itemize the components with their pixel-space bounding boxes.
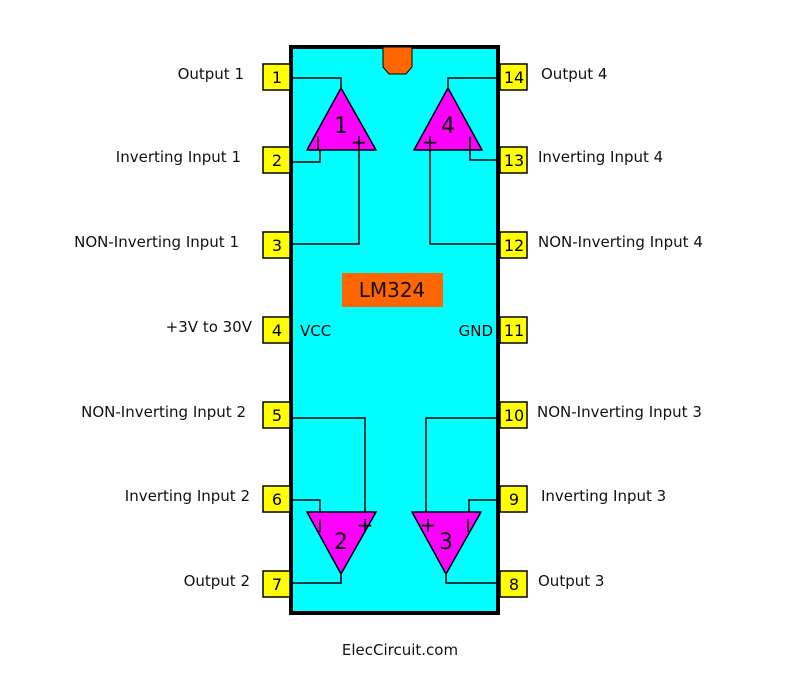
opamp-1	[305, 86, 378, 151]
wire	[291, 499, 321, 512]
pin1-notch	[382, 46, 413, 75]
pin-number: 8	[509, 575, 519, 594]
pin-number: 3	[272, 236, 282, 255]
pin-label-12: NON-Inverting Input 4	[538, 233, 703, 251]
pin-6	[262, 485, 291, 513]
pin-label-14: Output 4	[541, 65, 608, 83]
pin-label-2: Inverting Input 1	[115, 148, 241, 166]
pin-number: 12	[504, 236, 524, 255]
pin-8	[499, 570, 528, 598]
pin-label-4: +3V to 30V	[165, 318, 252, 336]
noninverting-symbol: +	[422, 130, 439, 154]
pin-number: 1	[272, 68, 282, 87]
pin-number: 4	[272, 321, 282, 340]
vcc-label: VCC	[300, 322, 331, 340]
pin-label-5: NON-Inverting Input 2	[81, 403, 246, 421]
pin-number: 9	[509, 490, 519, 509]
pin-label-10: NON-Inverting Input 3	[537, 403, 702, 421]
pin-label-8: Output 3	[538, 572, 605, 590]
pin-9	[499, 485, 528, 513]
pin-2	[262, 146, 291, 174]
pin-label-7: Output 2	[183, 572, 250, 590]
pin-label-1: Output 1	[177, 65, 244, 83]
opamp-number: 1	[334, 114, 348, 139]
opamp-number: 2	[334, 530, 348, 555]
gnd-label: GND	[459, 322, 493, 340]
pin-7	[262, 570, 291, 598]
pin-number: 11	[504, 321, 524, 340]
opamp-3	[410, 511, 483, 576]
chip-name-box	[342, 273, 443, 307]
wire	[291, 417, 366, 512]
opamp-number: 4	[441, 114, 455, 139]
pin-3	[262, 231, 291, 259]
pin-10	[499, 401, 528, 429]
pin-14	[499, 63, 528, 91]
wire	[291, 572, 342, 584]
pin-number: 13	[504, 151, 524, 170]
noninverting-symbol: +	[357, 513, 374, 537]
wire	[445, 572, 500, 584]
inverting-symbol: I	[467, 134, 472, 154]
opamp-2	[305, 511, 378, 576]
footer-credit: ElecCircuit.com	[341, 641, 459, 659]
pin-11	[499, 316, 528, 344]
wire	[429, 150, 500, 245]
pin-number: 2	[272, 151, 282, 170]
pin-number: 5	[272, 406, 282, 425]
pin-label-6: Inverting Input 2	[124, 487, 250, 505]
pin-1	[262, 63, 291, 91]
pin-12	[499, 231, 528, 259]
pin-label-9: Inverting Input 3	[541, 487, 667, 505]
pin-label-3: NON-Inverting Input 1	[74, 233, 239, 251]
noninverting-symbol: +	[351, 130, 368, 154]
pin-4	[262, 316, 291, 344]
wire	[291, 150, 360, 245]
opamp-4	[412, 86, 484, 151]
wire	[291, 77, 342, 90]
wire	[468, 499, 500, 512]
pin-number: 10	[504, 406, 524, 425]
inverting-symbol: I	[465, 517, 470, 537]
wire	[291, 150, 321, 163]
wire	[447, 77, 500, 90]
chip-name: LM324	[359, 278, 426, 302]
wire	[425, 417, 500, 512]
pin-number: 14	[504, 68, 524, 87]
pin-5	[262, 401, 291, 429]
pin-label-13: Inverting Input 4	[538, 148, 664, 166]
wire	[469, 150, 500, 161]
pin-number: 7	[272, 575, 282, 594]
inverting-symbol: I	[315, 134, 320, 154]
opamp-number: 3	[439, 530, 453, 555]
noninverting-symbol: +	[420, 513, 437, 537]
pin-number: 6	[272, 490, 282, 509]
inverting-symbol: I	[317, 517, 322, 537]
